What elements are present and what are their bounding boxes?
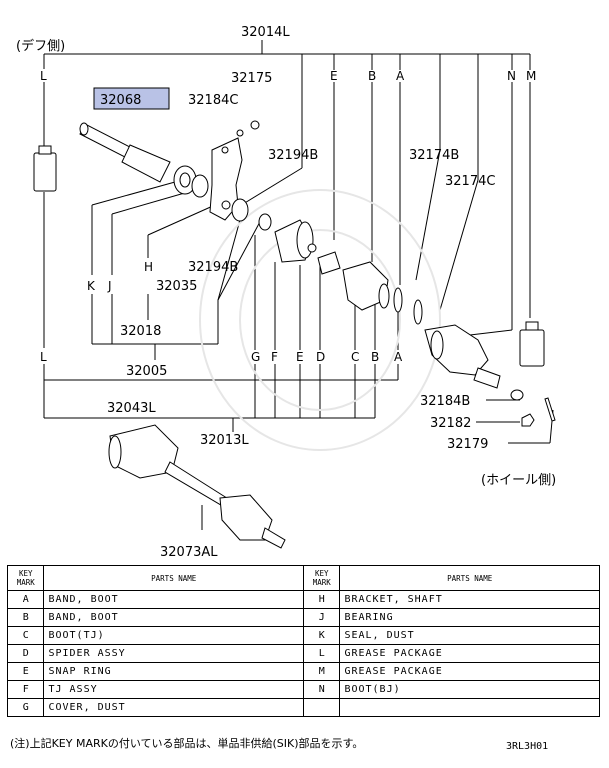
key-cell: H <box>302 590 341 609</box>
key-letter: N <box>507 69 516 83</box>
key-mark-header: KEY MARK <box>6 565 45 591</box>
highlight-box <box>93 87 170 110</box>
key-cell: M <box>302 662 341 681</box>
parts-name-header: PARTS NAME <box>339 565 600 591</box>
callout-32043L[interactable]: 32043L <box>107 401 156 416</box>
key-cell <box>302 698 341 717</box>
key-cell: C <box>6 626 45 645</box>
key-cell: B <box>6 608 45 627</box>
watermark-emblem <box>199 189 441 451</box>
table-row: D SPIDER ASSY L GREASE PACKAGE <box>6 644 600 663</box>
bolt-icon <box>250 120 260 130</box>
table-row: C BOOT(TJ) K SEAL, DUST <box>6 626 600 645</box>
name-cell: BAND, BOOT <box>43 608 304 627</box>
name-cell: BRACKET, SHAFT <box>339 590 600 609</box>
key-cell: N <box>302 680 341 699</box>
callout-32175[interactable]: 32175 <box>231 71 272 86</box>
table-row: A BAND, BOOT H BRACKET, SHAFT <box>6 590 600 609</box>
callout-32068[interactable]: 32068 <box>100 93 141 108</box>
key-cell: K <box>302 626 341 645</box>
name-cell: BEARING <box>339 608 600 627</box>
key-letter: E <box>330 69 338 83</box>
key-letter: A <box>394 350 403 364</box>
washer-icon <box>236 129 244 137</box>
callout-32184B[interactable]: 32184B <box>420 394 470 409</box>
key-cell: F <box>6 680 45 699</box>
callout-32035[interactable]: 32035 <box>156 279 197 294</box>
seal-icon <box>191 174 209 198</box>
callout-32013L[interactable]: 32013L <box>200 433 249 448</box>
castle-nut-icon <box>521 413 535 427</box>
name-cell: GREASE PACKAGE <box>339 662 600 681</box>
key-letter: L <box>40 350 47 364</box>
name-cell: BAND, BOOT <box>43 590 304 609</box>
spider-icon <box>317 251 341 275</box>
grease-package-icon <box>519 321 545 367</box>
key-letter: L <box>40 69 47 83</box>
key-letter: B <box>368 69 376 83</box>
callout-32005[interactable]: 32005 <box>126 364 167 379</box>
drive-shaft-icon <box>108 424 286 549</box>
key-cell: J <box>302 608 341 627</box>
name-cell: GREASE PACKAGE <box>339 644 600 663</box>
key-letter: D <box>316 350 325 364</box>
callout-32174B[interactable]: 32174B <box>409 148 459 163</box>
callout-32014L: 32014L <box>241 25 290 40</box>
name-cell: TJ ASSY <box>43 680 304 699</box>
diff-side-label: (デフ側) <box>16 38 65 54</box>
name-cell: SNAP RING <box>43 662 304 681</box>
key-cell: L <box>302 644 341 663</box>
name-cell: COVER, DUST <box>43 698 304 717</box>
callout-32073AL[interactable]: 32073AL <box>160 545 218 560</box>
key-cell: D <box>6 644 45 663</box>
footnote: (注)上記KEY MARKの付いている部品は、単品非供給(SIK)部品を示す。 <box>10 737 364 750</box>
callout-32018[interactable]: 32018 <box>120 324 161 339</box>
table-row: G COVER, DUST <box>6 698 600 717</box>
diagram-code: 3RL3H01 <box>506 741 549 752</box>
band-icon <box>393 287 403 313</box>
name-cell <box>339 698 600 717</box>
parts-table: KEY MARK PARTS NAME KEY MARK PARTS NAME … <box>6 565 600 717</box>
dust-cover-icon <box>231 198 249 222</box>
exploded-parts-diagram: (デフ側) 32014L 32068 32175 32184C 32194B 3… <box>16 25 556 560</box>
name-cell: BOOT(BJ) <box>339 680 600 699</box>
grease-package-icon <box>33 145 57 192</box>
key-letter: A <box>396 69 405 83</box>
key-letter: J <box>107 279 112 293</box>
wheel-side-label: (ホイール側) <box>481 473 556 488</box>
key-letter: E <box>296 350 304 364</box>
table-row: E SNAP RING M GREASE PACKAGE <box>6 662 600 681</box>
key-letter: F <box>271 350 278 364</box>
cotter-pin-icon <box>544 397 556 422</box>
key-mark-header: KEY MARK <box>302 565 341 591</box>
key-letter: B <box>371 350 379 364</box>
key-letter: H <box>144 260 153 274</box>
callout-32184C[interactable]: 32184C <box>188 93 238 108</box>
callout-32194B-top[interactable]: 32194B <box>268 148 318 163</box>
shaft-icon <box>79 122 171 183</box>
key-letter: K <box>87 279 96 293</box>
key-cell: A <box>6 590 45 609</box>
key-cell: E <box>6 662 45 681</box>
name-cell: BOOT(TJ) <box>43 626 304 645</box>
parts-name-header: PARTS NAME <box>43 565 304 591</box>
key-letter: C <box>351 350 359 364</box>
callout-32194B-mid[interactable]: 32194B <box>188 260 238 275</box>
key-letter: M <box>526 69 536 83</box>
callout-32179[interactable]: 32179 <box>447 437 488 452</box>
name-cell: SEAL, DUST <box>339 626 600 645</box>
name-cell: SPIDER ASSY <box>43 644 304 663</box>
table-row: B BAND, BOOT J BEARING <box>6 608 600 627</box>
callout-32174C[interactable]: 32174C <box>445 174 495 189</box>
nut-icon <box>510 389 524 401</box>
table-header-row: KEY MARK PARTS NAME KEY MARK PARTS NAME <box>6 565 600 591</box>
table-row: F TJ ASSY N BOOT(BJ) <box>6 680 600 699</box>
key-letter: G <box>251 350 260 364</box>
callout-32182[interactable]: 32182 <box>430 416 471 431</box>
key-cell: G <box>6 698 45 717</box>
